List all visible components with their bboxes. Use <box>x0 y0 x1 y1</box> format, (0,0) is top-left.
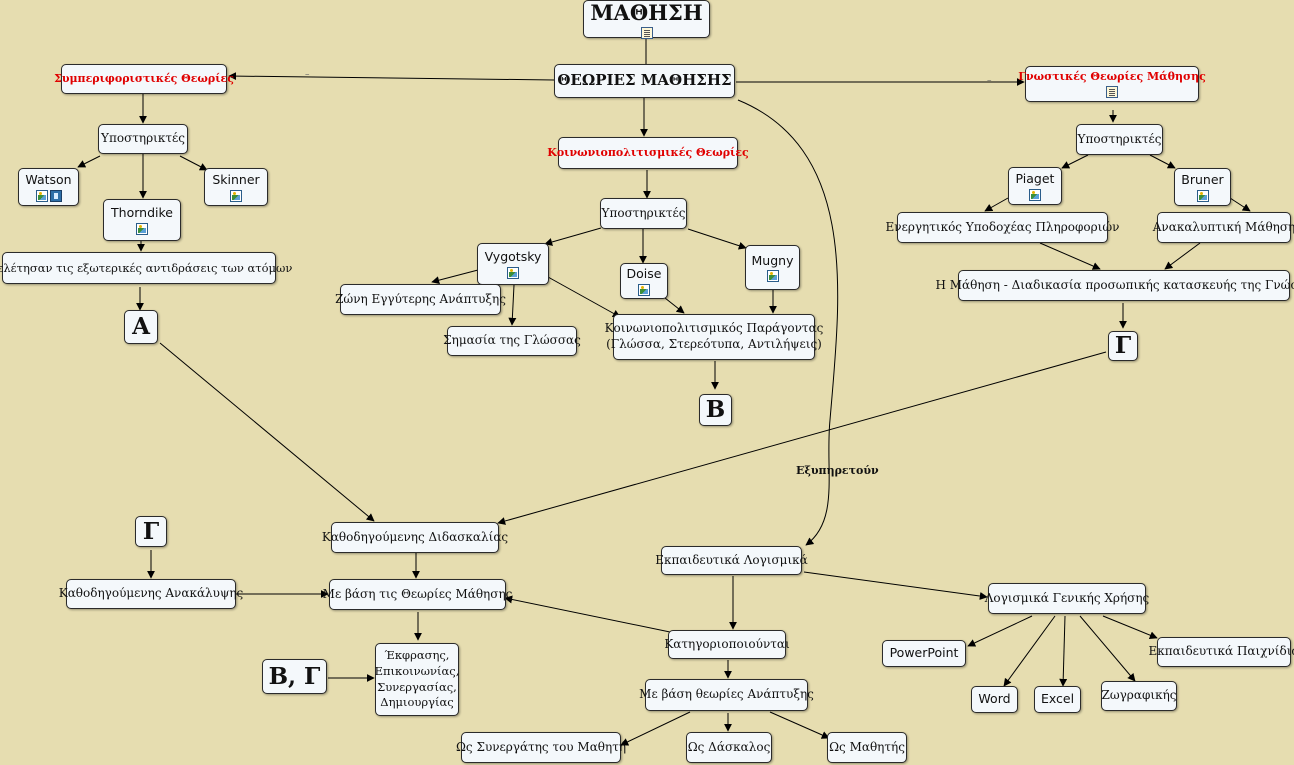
node-painting[interactable]: Ζωγραφικής <box>1101 681 1177 711</box>
image-icon[interactable] <box>230 189 242 202</box>
node-a[interactable]: Α <box>124 310 158 344</box>
node-label: Skinner <box>212 172 260 188</box>
image-icon[interactable] <box>35 189 48 202</box>
image-icon[interactable] <box>1029 188 1041 201</box>
video-icon[interactable] <box>49 189 62 202</box>
link-label-dash: – <box>987 76 992 86</box>
node-discovery[interactable]: Ανακαλυπτική Μάθηση <box>1153 212 1294 243</box>
node-b[interactable]: Β <box>699 394 732 426</box>
node-bruner[interactable]: Bruner <box>1174 168 1231 206</box>
node-label: Mugny <box>751 252 794 268</box>
node-label: Piaget <box>1015 171 1055 187</box>
node-watson[interactable]: Watson <box>18 168 79 206</box>
image-icon[interactable] <box>638 283 650 296</box>
node-thorndike[interactable]: Thorndike <box>103 199 181 241</box>
image-icon[interactable] <box>1196 189 1209 202</box>
node-label-line: Έκφρασης, <box>384 648 450 663</box>
node-factor[interactable]: Κοινωνιοπολιτισμικός Παράγοντας (Γλώσσα,… <box>605 314 823 360</box>
node-expression[interactable]: Έκφρασης, Επικοινωνίας, Συνεργασίας, Δημ… <box>375 643 459 716</box>
node-label-line1: Κοινωνιοπολιτισμικός Παράγοντας <box>604 321 824 336</box>
node-doise[interactable]: Doise <box>620 263 668 299</box>
node-supporters-left[interactable]: Υποστηρικτές <box>98 124 188 154</box>
node-language[interactable]: Σημασία της Γλώσσας <box>443 326 581 356</box>
node-label: Watson <box>25 172 72 188</box>
node-piaget[interactable]: Piaget <box>1008 167 1062 205</box>
node-label-line: Επικοινωνίας, <box>374 663 460 678</box>
document-icon[interactable] <box>1106 85 1118 98</box>
node-mathisi[interactable]: ΜΑΘΗΣΗ <box>583 0 710 40</box>
link-label-dash: – <box>305 70 310 80</box>
node-construct[interactable]: Η Μάθηση - Διαδικασία προσωπικής κατασκε… <box>935 270 1294 301</box>
node-guided-teaching[interactable]: Καθοδηγούμενης Διδασκαλίας <box>322 522 508 553</box>
node-zone[interactable]: Ζώνη Εγγύτερης Ανάπτυξης <box>335 284 506 315</box>
node-games[interactable]: Εκπαιδευτικά Παιχνίδια <box>1148 637 1294 667</box>
node-vygotsky[interactable]: Vygotsky <box>477 243 549 285</box>
node-label-line: Δημιουργίας <box>380 695 454 710</box>
node-studied[interactable]: Μελέτησαν τις εξωτερικές αντιδράσεις των… <box>0 252 292 284</box>
document-icon[interactable] <box>640 27 653 40</box>
node-based-dev[interactable]: Με βάση θεωρίες Ανάπτυξης <box>639 679 814 711</box>
node-label: Thorndike <box>111 205 173 221</box>
node-cognitive[interactable]: Γνωστικές Θεωρίες Μάθησης <box>1018 66 1206 102</box>
node-label-line2: (Γλώσσα, Στερεότυπα, Αντιλήψεις) <box>606 337 822 351</box>
image-icon[interactable] <box>766 270 779 283</box>
node-supporters-right[interactable]: Υποστηρικτές <box>1076 124 1163 155</box>
node-label: Doise <box>626 266 662 282</box>
node-excel[interactable]: Excel <box>1034 686 1081 713</box>
image-icon[interactable] <box>507 266 519 279</box>
node-label: Bruner <box>1181 172 1224 188</box>
node-teacher[interactable]: Ως Δάσκαλος <box>686 732 772 763</box>
node-sociocultural[interactable]: Κοινωνιοπολιτισμικές Θεωρίες <box>547 137 749 169</box>
image-icon[interactable] <box>136 222 148 235</box>
node-based-theories[interactable]: Με βάση τις Θεωρίες Μάθησης <box>323 579 512 610</box>
node-g-right[interactable]: Γ <box>1108 331 1138 361</box>
node-collaborator[interactable]: Ως Συνεργάτης του Μαθητή <box>456 732 626 763</box>
node-g-left[interactable]: Γ <box>135 516 167 547</box>
node-powerpoint[interactable]: PowerPoint <box>882 640 966 667</box>
node-edu-software[interactable]: Εκπαιδευτικά Λογισμικά <box>655 546 808 575</box>
node-label: Γνωστικές Θεωρίες Μάθησης <box>1018 70 1206 84</box>
node-bg[interactable]: Β, Γ <box>262 659 327 694</box>
node-label-line: Συνεργασίας, <box>377 679 457 694</box>
node-general-sw[interactable]: Λογισμικά Γενικής Χρήσης <box>985 583 1149 614</box>
node-skinner[interactable]: Skinner <box>204 168 268 206</box>
node-categorized[interactable]: Κατηγοριοποιούνται <box>664 630 790 659</box>
node-behavioral[interactable]: Συμπεριφοριστικές Θεωρίες <box>54 64 234 94</box>
node-student[interactable]: Ως Μαθητής <box>827 732 907 763</box>
node-label: Vygotsky <box>484 249 542 265</box>
link-label-serve: Εξυπηρετούν <box>796 464 879 477</box>
node-label: ΜΑΘΗΣΗ <box>590 0 703 25</box>
node-mugny[interactable]: Mugny <box>745 245 800 290</box>
node-active-receiver[interactable]: Ενεργητικός Υποδοχέας Πληροφοριών <box>886 212 1119 243</box>
node-word[interactable]: Word <box>971 686 1018 713</box>
node-guided-discovery[interactable]: Καθοδηγούμενης Ανακάλυψης <box>59 579 243 609</box>
node-theories[interactable]: ΘΕΩΡΙΕΣ ΜΑΘΗΣΗΣ <box>554 64 735 98</box>
node-supporters-mid[interactable]: Υποστηρικτές <box>600 198 687 229</box>
